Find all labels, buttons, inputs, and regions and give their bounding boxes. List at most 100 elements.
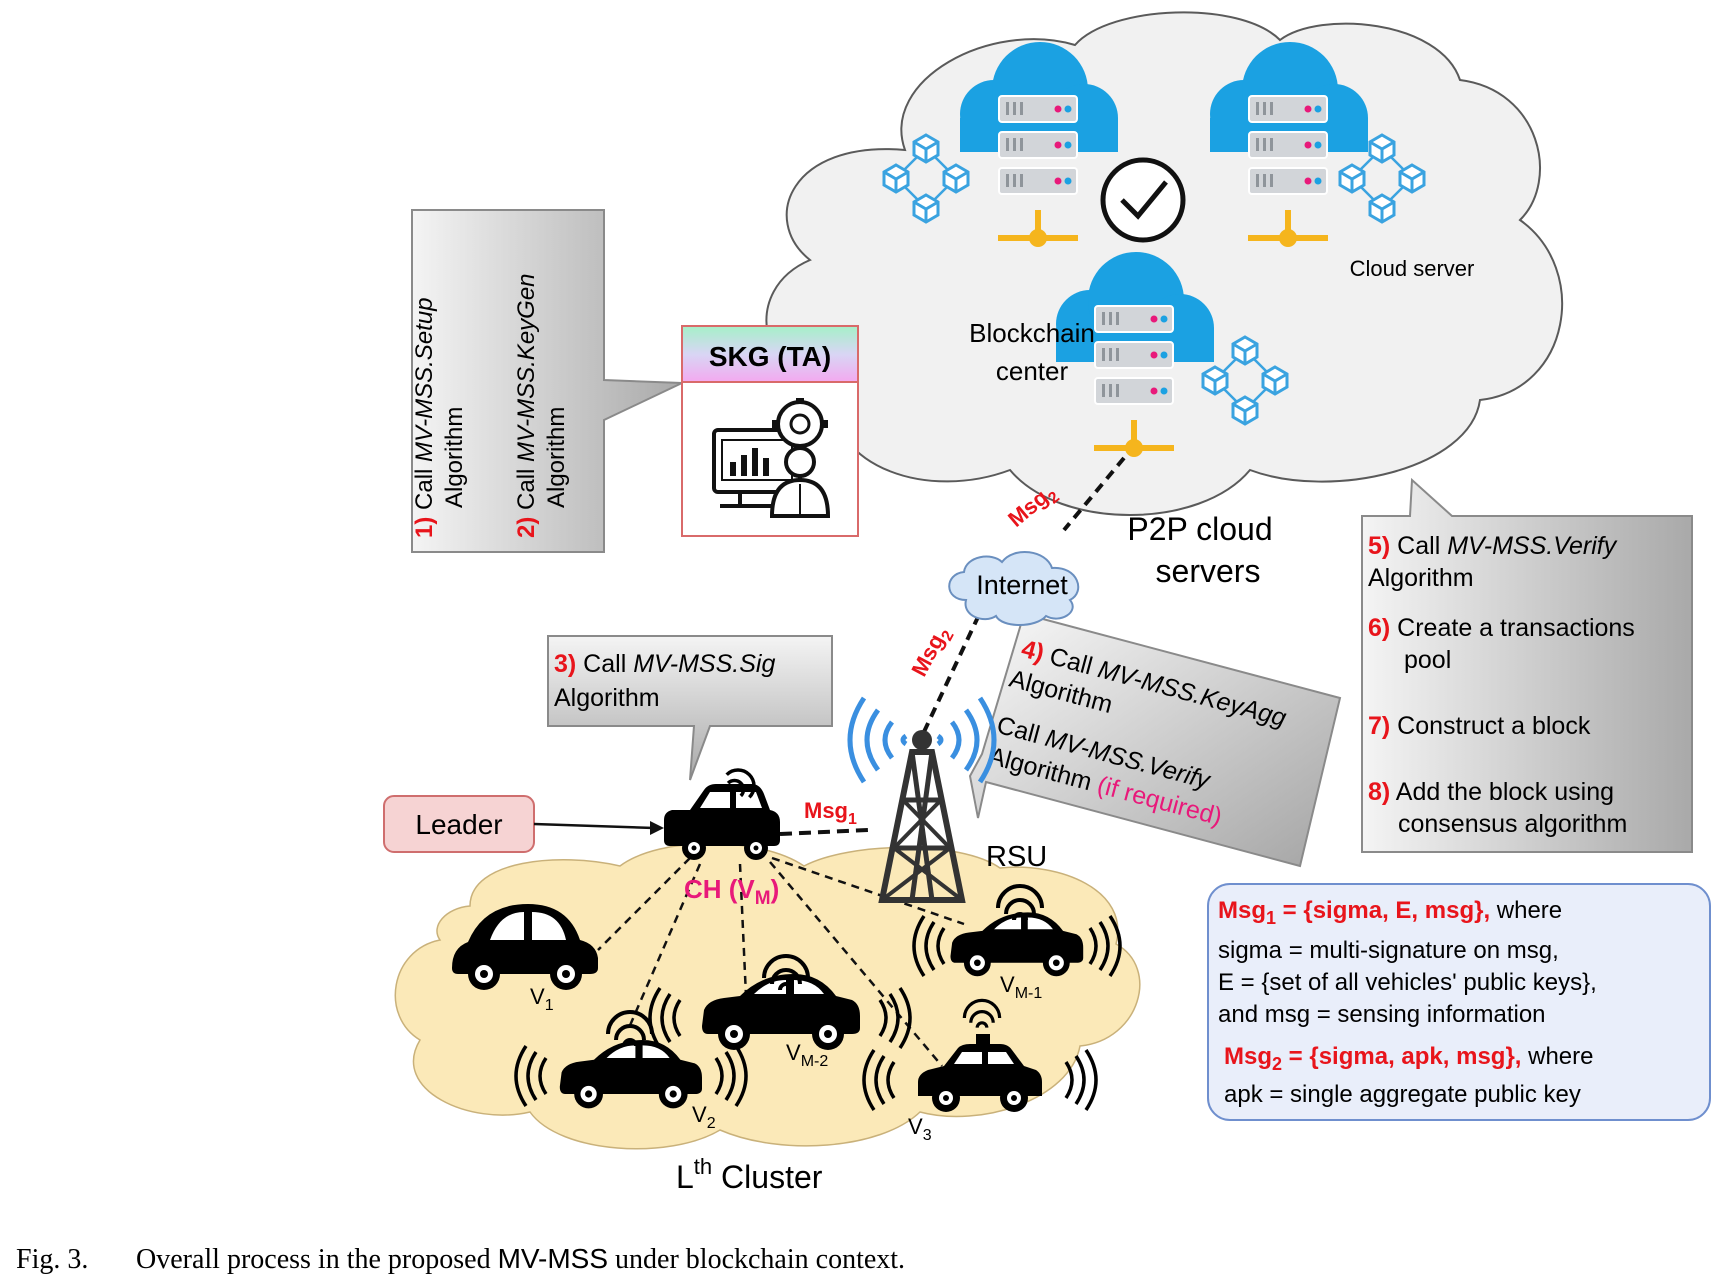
v1-letter: V bbox=[530, 984, 545, 1009]
msg2-lower-label: Msg2 bbox=[906, 622, 957, 683]
legend-msg2-name: Msg bbox=[1224, 1043, 1272, 1070]
vm2-letter: V bbox=[786, 1040, 801, 1065]
cloud-server-label: Cloud server bbox=[1350, 256, 1475, 281]
v2-subscript: 2 bbox=[707, 1115, 716, 1132]
cluster-links bbox=[597, 856, 965, 1067]
signal-waves-icon bbox=[725, 768, 756, 799]
svg-text:V3: V3 bbox=[908, 1114, 932, 1144]
svg-text:1) Call MV-MSS.Setup: 1) Call MV-MSS.Setup bbox=[411, 297, 438, 538]
vehicle-v3: V3 bbox=[862, 998, 1098, 1144]
legend-msg1-name: Msg bbox=[1218, 897, 1266, 924]
cluster-word: Cluster bbox=[712, 1159, 823, 1195]
step3-line2: Algorithm bbox=[554, 684, 660, 712]
step3-text: Call bbox=[576, 650, 633, 678]
svg-text:Msg2: Msg2 bbox=[906, 622, 957, 683]
ch-close: ) bbox=[771, 874, 780, 904]
legend-msg1-where: where bbox=[1490, 897, 1562, 924]
verified-check-icon bbox=[1100, 157, 1186, 243]
legend-msg1-sub: 1 bbox=[1266, 908, 1276, 928]
msg1-sub: 1 bbox=[848, 811, 857, 828]
sig-callout: 3) Call MV-MSS.Sig Algorithm bbox=[547, 635, 833, 781]
leader-box: Leader bbox=[383, 795, 535, 853]
network-links bbox=[779, 456, 1126, 836]
svg-text:Msg2 = {sigma, apk, msg}, wher: Msg2 = {sigma, apk, msg}, where bbox=[1224, 1043, 1594, 1074]
legend-line2: sigma = multi-signature on msg, bbox=[1218, 937, 1559, 964]
cluster-l: L bbox=[676, 1159, 694, 1195]
step7-text: Construct a block bbox=[1390, 712, 1591, 740]
svg-text:3) Call MV-MSS.Sig: 3) Call MV-MSS.Sig bbox=[554, 650, 775, 678]
rsu-callout: 4) Call MV-MSS.KeyAgg Algorithm Call MV-… bbox=[968, 612, 1342, 868]
svg-text:Overall process in the propose: Overall process in the proposed MV-MSS u… bbox=[136, 1243, 905, 1275]
v3-subscript: 3 bbox=[923, 1127, 932, 1144]
legend-msg2-sub: 2 bbox=[1272, 1054, 1282, 1074]
internet-label: Internet bbox=[976, 570, 1068, 600]
car-icon bbox=[664, 784, 780, 860]
blockchain-center-label-1: Blockchain bbox=[969, 318, 1095, 348]
leader-arrow bbox=[533, 821, 664, 835]
cluster-head-label: CH (VM) bbox=[684, 874, 779, 909]
legend-msg2-eq: = {sigma, apk, msg}, bbox=[1282, 1043, 1521, 1070]
step6-text: Create a transactions bbox=[1390, 614, 1635, 642]
step2-line2: Algorithm bbox=[543, 407, 570, 508]
legend-line6: apk = single aggregate public key bbox=[1224, 1081, 1581, 1108]
cluster-head-car bbox=[664, 768, 780, 860]
step5-number: 5) bbox=[1368, 532, 1390, 560]
p2p-label-1: P2P cloud bbox=[1127, 511, 1272, 547]
v1-subscript: 1 bbox=[545, 997, 554, 1014]
leader-label: Leader bbox=[415, 809, 502, 840]
skg-callout-text: 1) Call MV-MSS.Setup Algorithm 2) Call M… bbox=[411, 273, 570, 538]
svg-text:Msg1 = {sigma, E, msg}, where: Msg1 = {sigma, E, msg}, where bbox=[1218, 897, 1562, 928]
vm1-letter: V bbox=[1000, 972, 1015, 997]
ch-subscript: M bbox=[755, 888, 771, 909]
verify-callout: 5) Call MV-MSS.Verify Algorithm 6) Creat… bbox=[1361, 477, 1693, 853]
step8-line2: consensus algorithm bbox=[1398, 810, 1627, 838]
step5-text: Call bbox=[1390, 532, 1447, 560]
svg-text:6) Create a transactions: 6) Create a transactions bbox=[1368, 614, 1635, 642]
v3-letter: V bbox=[908, 1114, 923, 1139]
cluster-label: Lth Cluster bbox=[676, 1154, 823, 1195]
step1-number: 1) bbox=[411, 517, 438, 538]
step6-line2: pool bbox=[1404, 646, 1451, 674]
svg-text:5) Call MV-MSS.Verify: 5) Call MV-MSS.Verify bbox=[1368, 532, 1618, 560]
legend-line3: E = {set of all vehicles' public keys}, bbox=[1218, 969, 1597, 996]
figure-caption: Fig. 3. Overall process in the proposed … bbox=[16, 1243, 905, 1275]
caption-label: Fig. 3. bbox=[16, 1244, 88, 1275]
step1-text: Call bbox=[411, 462, 438, 517]
svg-text:Msg1: Msg1 bbox=[804, 798, 857, 828]
step2-algorithm: MV-MSS.KeyGen bbox=[513, 273, 540, 462]
caption-text-a: Overall process in the proposed bbox=[136, 1244, 498, 1275]
step1-line2: Algorithm bbox=[441, 407, 468, 508]
cluster-th: th bbox=[694, 1154, 712, 1179]
svg-text:2) Call MV-MSS.KeyGen: 2) Call MV-MSS.KeyGen bbox=[513, 273, 540, 538]
p2p-label-2: servers bbox=[1156, 553, 1261, 589]
step3-algorithm: MV-MSS.Sig bbox=[633, 650, 775, 678]
svg-text:V1: V1 bbox=[530, 984, 554, 1014]
step5-algorithm: MV-MSS.Verify bbox=[1447, 532, 1617, 560]
car-icon bbox=[918, 1034, 1042, 1112]
caption-text-b: MV-MSS bbox=[498, 1243, 608, 1274]
legend-msg2-where: where bbox=[1521, 1043, 1593, 1070]
svg-text:VM-2: VM-2 bbox=[786, 1040, 828, 1070]
step3-number: 3) bbox=[554, 650, 576, 678]
svg-text:VM-1: VM-1 bbox=[1000, 972, 1042, 1002]
svg-text:V2: V2 bbox=[692, 1102, 716, 1132]
blockchain-center-label-2: center bbox=[996, 356, 1069, 386]
svg-text:8) Add the block using: 8) Add the block using bbox=[1368, 778, 1614, 806]
skg-callout: 1) Call MV-MSS.Setup Algorithm 2) Call M… bbox=[411, 209, 683, 553]
vehicle-v1: V1 bbox=[452, 904, 598, 1014]
vm1-subscript: M-1 bbox=[1015, 985, 1043, 1002]
legend-line4: and msg = sensing information bbox=[1218, 1001, 1546, 1028]
rsu-tower-icon bbox=[847, 696, 997, 903]
internet-cloud-icon: Internet bbox=[948, 550, 1080, 626]
vehicle-vm1: VM-1 bbox=[912, 884, 1122, 1002]
svg-text:7) Construct a block: 7) Construct a block bbox=[1368, 712, 1591, 740]
msg1-label: Msg1 bbox=[804, 798, 857, 828]
step8-text: Add the block using bbox=[1390, 778, 1614, 806]
msg1-text: Msg bbox=[804, 798, 848, 823]
skg-box: SKG (TA) bbox=[681, 325, 859, 537]
ta-admin-icon bbox=[712, 398, 831, 518]
skg-title: SKG (TA) bbox=[709, 341, 831, 372]
step2-number: 2) bbox=[513, 517, 540, 538]
legend-msg1-eq: = {sigma, E, msg}, bbox=[1276, 897, 1490, 924]
